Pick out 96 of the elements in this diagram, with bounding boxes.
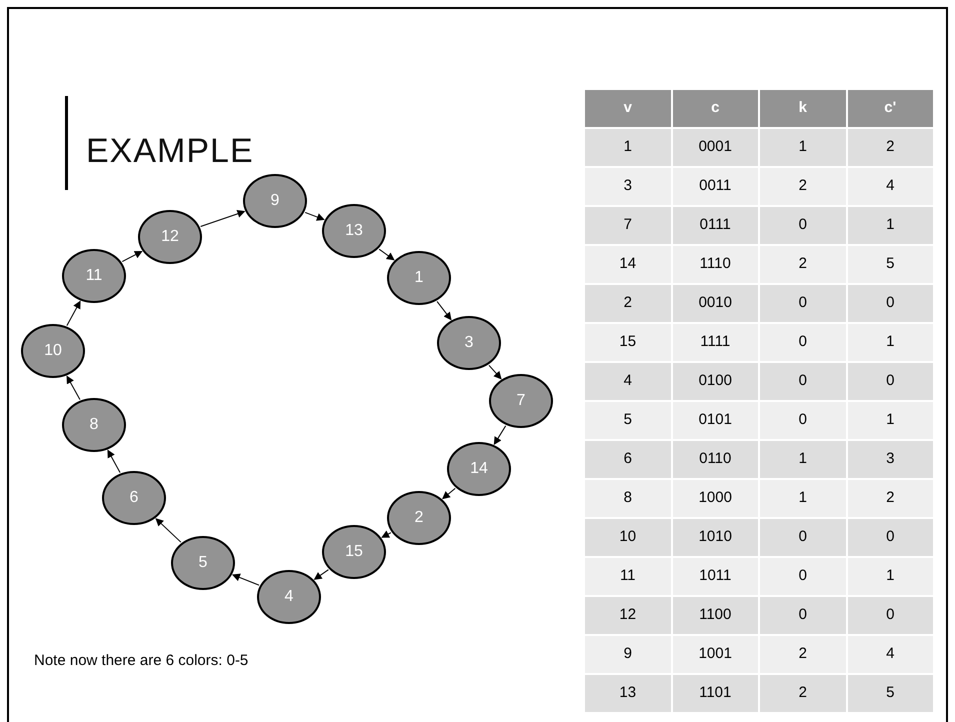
table-cell: 12 [585, 597, 670, 634]
table-header-cell: c' [848, 90, 933, 127]
vertex-ellipse: 11 [62, 249, 126, 303]
vertex-ellipse: 14 [447, 442, 511, 496]
table-cell: 0 [760, 207, 846, 244]
vertex-ellipse: 1 [387, 251, 451, 305]
arrow [66, 300, 81, 326]
vertex-ellipse: 13 [322, 204, 386, 258]
table-cell: 1 [760, 480, 846, 517]
table-cell: 0 [848, 519, 933, 556]
table-cell: 1 [760, 129, 846, 166]
vertex-ellipse: 5 [171, 536, 235, 590]
table-cell: 0 [760, 402, 846, 439]
table-cell: 0 [760, 558, 846, 595]
table-cell: 0 [848, 597, 933, 634]
table-cell: 1000 [672, 480, 758, 517]
vertex-ellipse: 4 [257, 570, 321, 624]
table-cell: 1 [585, 129, 670, 166]
table-cell: 1 [848, 558, 933, 595]
table-cell: 2 [760, 636, 846, 673]
table-cell: 8 [585, 480, 670, 517]
table-cell: 3 [585, 168, 670, 205]
table-header-cell: c [672, 90, 758, 127]
arrow [122, 251, 143, 262]
table-cell: 11 [585, 558, 670, 595]
table-cell: 4 [848, 168, 933, 205]
arrow [442, 488, 456, 500]
table-cell: 1010 [672, 519, 758, 556]
vertex-ellipse: 10 [21, 324, 85, 378]
arrow [381, 530, 392, 538]
table-cell: 0101 [672, 402, 758, 439]
arrow [314, 569, 329, 580]
table-cell: 0111 [672, 207, 758, 244]
table-cell: 4 [848, 636, 933, 673]
note: Note now there are 6 colors: 0-5 [34, 651, 248, 671]
title: EXAMPLE [86, 134, 254, 168]
table-cell: 5 [585, 402, 670, 439]
table-header-cell: k [760, 90, 846, 127]
table-cell: 1 [760, 441, 846, 478]
vertex-ellipse: 9 [243, 174, 307, 228]
arrow [200, 210, 246, 227]
vertex-ellipse: 15 [322, 525, 386, 579]
table-cell: 1 [848, 402, 933, 439]
table-cell: 0001 [672, 129, 758, 166]
arrow [107, 450, 121, 474]
table-cell: 15 [585, 324, 670, 361]
table-cell: 2 [760, 675, 846, 712]
arrow [494, 425, 506, 446]
table-cell: 0100 [672, 363, 758, 400]
table-cell: 2 [848, 480, 933, 517]
table-cell: 2 [848, 129, 933, 166]
table-cell: 0010 [672, 285, 758, 322]
table-cell: 0110 [672, 441, 758, 478]
table-cell: 0 [848, 285, 933, 322]
arrow [232, 574, 260, 586]
table-cell: 1 [848, 324, 933, 361]
table-cell: 2 [585, 285, 670, 322]
table-cell: 1100 [672, 597, 758, 634]
vertex-ellipse: 8 [62, 398, 126, 452]
table-cell: 7 [585, 207, 670, 244]
table-header-cell: v [585, 90, 670, 127]
table-cell: 2 [760, 168, 846, 205]
vertex-ellipse: 2 [387, 491, 451, 545]
arrow [436, 300, 452, 320]
table-cell: 1011 [672, 558, 758, 595]
table-cell: 0 [848, 363, 933, 400]
arrow [378, 248, 395, 260]
table-cell: 14 [585, 246, 670, 283]
table-cell: 0 [760, 285, 846, 322]
table-cell: 1110 [672, 246, 758, 283]
vertex-ellipse: 3 [437, 316, 501, 370]
table-cell: 5 [848, 675, 933, 712]
table-cell: 9 [585, 636, 670, 673]
table-cell: 1101 [672, 675, 758, 712]
arrow [155, 518, 182, 543]
table-cell: 13 [585, 675, 670, 712]
table-cell: 1 [848, 207, 933, 244]
vertex-ellipse: 6 [102, 471, 166, 525]
table-cell: 1111 [672, 324, 758, 361]
arrow [488, 364, 502, 380]
table-cell: 0011 [672, 168, 758, 205]
vertex-ellipse: 7 [489, 374, 553, 428]
table-cell: 2 [760, 246, 846, 283]
table-cell: 10 [585, 519, 670, 556]
arrow [304, 212, 325, 221]
table-cell: 0 [760, 597, 846, 634]
table-cell: 3 [848, 441, 933, 478]
arrow [66, 375, 80, 400]
table-cell: 4 [585, 363, 670, 400]
table-cell: 1001 [672, 636, 758, 673]
table-cell: 0 [760, 324, 846, 361]
table-cell: 6 [585, 441, 670, 478]
table-cell: 0 [760, 519, 846, 556]
vertex-ellipse: 12 [138, 210, 202, 264]
table-cell: 5 [848, 246, 933, 283]
table-cell: 0 [760, 363, 846, 400]
